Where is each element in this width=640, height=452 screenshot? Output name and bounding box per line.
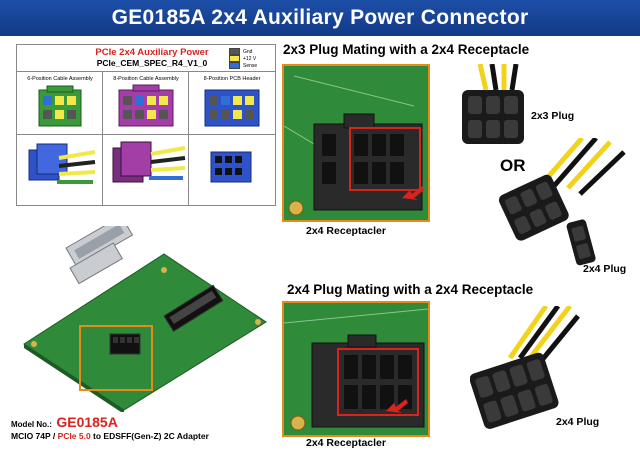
banner-title: GE0185A 2x4 Auxiliary Power Connector (111, 6, 529, 29)
legend-item-12v: +12 V (229, 55, 257, 62)
section-top-title: 2x3 Plug Mating with a 2x4 Receptacle (283, 42, 530, 57)
2x3-plug-image (462, 64, 524, 144)
model-number-block: Model No.: GE0185A (11, 414, 118, 432)
spec-col-header: 6-Position Cable Assembly (27, 76, 93, 82)
spec-col-header: 8-Position Cable Assembly (113, 76, 179, 82)
spec-table: PCIe 2x4 Auxiliary Power PCIe_CEM_SPEC_R… (16, 44, 276, 206)
product-description: MCIO 74P / PCIe 5.0 to EDSFF(Gen-Z) 2C A… (11, 431, 209, 441)
or-label: OR (500, 156, 526, 175)
spec-row-divider (17, 134, 275, 135)
2x4-plug-caption-bottom: 2x4 Plug (556, 416, 600, 428)
8pos-header-illustration (204, 89, 260, 183)
spec-grid: 6-Position Cable Assembly 8- (17, 71, 275, 206)
2x4-plug-caption-top: 2x4 Plug (583, 263, 627, 275)
spec-col-header: 8-Position PCB Header (203, 76, 261, 82)
top-receptacle-caption: 2x4 Receptacler (306, 225, 386, 237)
spec-header: PCIe 2x4 Auxiliary Power PCIe_CEM_SPEC_R… (17, 45, 275, 71)
spec-subtitle: PCIe_CEM_SPEC_R4_V1_0 (96, 58, 208, 68)
spec-col-8pos-header: 8-Position PCB Header (189, 72, 275, 206)
legend-item-sense: Sense (229, 62, 257, 69)
2x3-plug-caption: 2x3 Plug (531, 110, 575, 122)
spec-legend: Gnd +12 V Sense (229, 48, 257, 69)
spec-title: PCIe 2x4 Auxiliary Power (95, 47, 209, 58)
6pos-connector-illustration (28, 85, 96, 184)
adapter-board-photo (23, 226, 267, 412)
bottom-receptacle-photo (282, 301, 430, 437)
bottom-receptacle-caption: 2x4 Receptacler (306, 437, 386, 449)
pcie-highlight: PCIe 5.0 (57, 431, 91, 441)
2x4-plug-split-image (498, 138, 626, 266)
page-banner: GE0185A 2x4 Auxiliary Power Connector (0, 0, 640, 36)
model-number: GE0185A (56, 414, 118, 430)
model-label: Model No.: (11, 420, 52, 429)
section-bottom-title: 2x4 Plug Mating with a 2x4 Receptacle (287, 282, 534, 297)
8pos-cable-illustration (112, 84, 186, 183)
top-receptacle-photo (282, 64, 430, 222)
spec-col-6pos-cable: 6-Position Cable Assembly (17, 72, 103, 206)
legend-item-gnd: Gnd (229, 48, 257, 55)
2x4-plug-image (470, 306, 580, 429)
spec-col-8pos-cable: 8-Position Cable Assembly (103, 72, 189, 206)
